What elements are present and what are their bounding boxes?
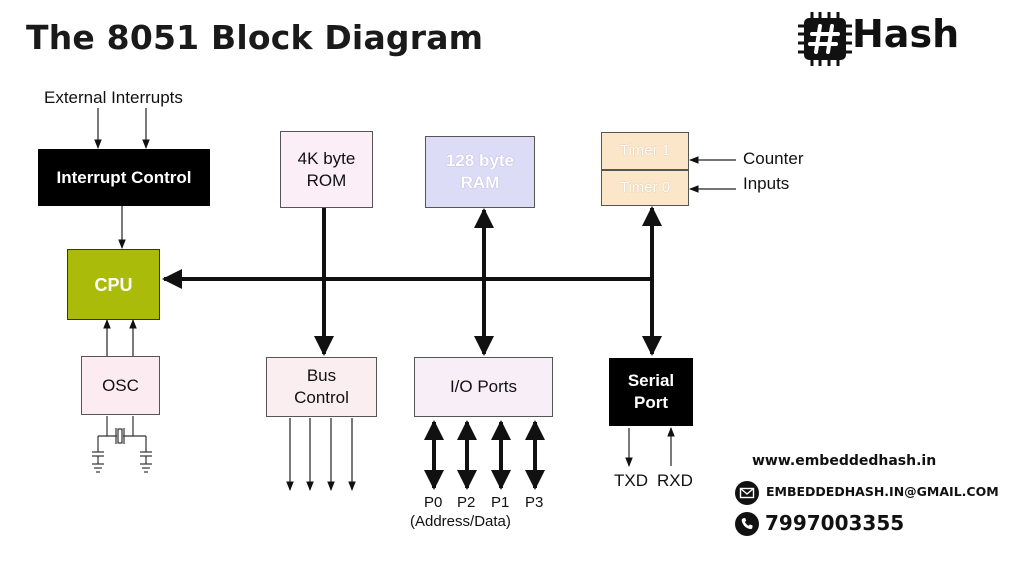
- interrupt-control-label: Interrupt Control: [56, 167, 192, 187]
- inputs-label: Inputs: [743, 174, 790, 193]
- serial-port-block: Serial Port: [609, 358, 693, 426]
- hash-logo: [798, 12, 852, 66]
- timer1-label: Timer 1: [619, 142, 671, 159]
- rom-block: 4K byte ROM: [280, 131, 373, 208]
- port-p3-label: P3: [525, 494, 544, 511]
- external-interrupts-label: External Interrupts: [44, 88, 183, 107]
- rom-label: ROM: [306, 170, 347, 190]
- port-label: Port: [634, 393, 668, 412]
- interrupt-control-block: Interrupt Control: [38, 149, 210, 206]
- phone-icon: [735, 512, 759, 536]
- port-p0-label: P0: [424, 494, 443, 511]
- website-link[interactable]: www.embeddedhash.in: [752, 453, 937, 469]
- serial-label: Serial: [627, 371, 675, 390]
- bus-label: Bus: [306, 366, 337, 385]
- address-data-label: (Address/Data): [410, 513, 511, 530]
- control-label: Control: [294, 388, 349, 407]
- cpu-label: CPU: [94, 274, 133, 295]
- rom-size-label: 4K byte: [297, 148, 356, 168]
- port-p1-label: P1: [491, 494, 510, 511]
- bus-control-block: Bus Control: [266, 357, 377, 417]
- ram-size-label: 128 byte: [445, 151, 515, 170]
- timer0-block: Timer 0: [601, 170, 689, 206]
- io-ports-block: I/O Ports: [414, 357, 553, 417]
- ram-block: 128 byte RAM: [425, 136, 535, 208]
- logo-text: Hash: [852, 12, 960, 56]
- rxd-label: RXD: [657, 471, 693, 490]
- cpu-block: CPU: [67, 249, 160, 320]
- phone-number[interactable]: 7997003355: [765, 511, 905, 535]
- email-link[interactable]: EMBEDDEDHASH.IN@GMAIL.COM: [766, 484, 999, 499]
- chip-hash-icon: [798, 12, 852, 66]
- envelope-icon: [735, 481, 759, 505]
- osc-block: OSC: [81, 356, 160, 415]
- crystal-circuit: [92, 416, 152, 473]
- osc-label: OSC: [102, 375, 139, 395]
- io-ports-label: I/O Ports: [449, 377, 518, 396]
- timer0-label: Timer 0: [619, 179, 671, 196]
- port-p2-label: P2: [457, 494, 476, 511]
- timer1-block: Timer 1: [601, 132, 689, 170]
- counter-label: Counter: [743, 149, 804, 168]
- page-title: The 8051 Block Diagram: [26, 18, 484, 57]
- txd-label: TXD: [614, 471, 648, 490]
- ram-label: RAM: [460, 173, 500, 192]
